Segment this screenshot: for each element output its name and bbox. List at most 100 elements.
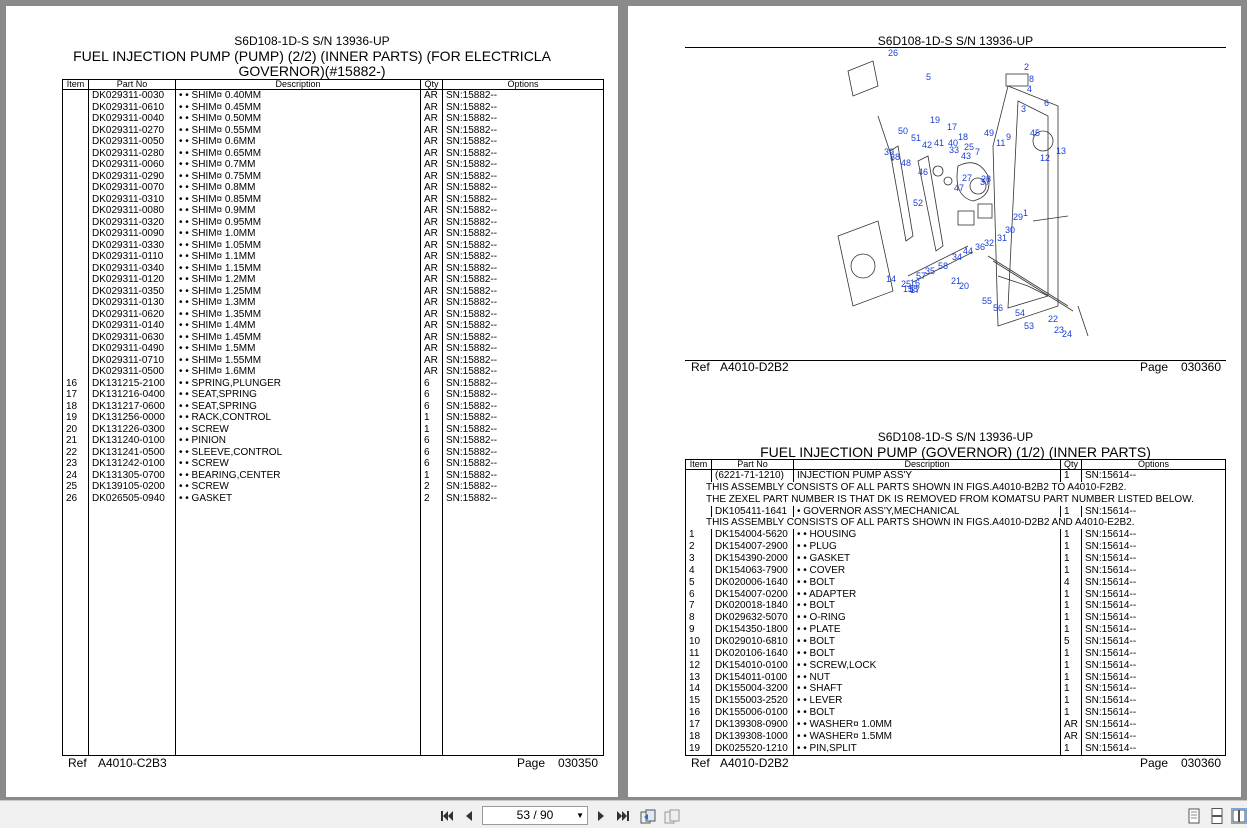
callout-number: 35	[925, 266, 935, 276]
qty-cell: 1	[1059, 612, 1082, 625]
next-page-icon[interactable]	[594, 809, 608, 823]
qty-cell: AR	[1059, 730, 1082, 743]
callout-number: 46	[918, 167, 928, 177]
callout-number: 49	[984, 128, 994, 138]
qty-cell: 1	[1059, 469, 1082, 482]
part-number-cell: DK020018-1840	[711, 600, 794, 613]
page-title-2: FUEL INJECTION PUMP (GOVERNOR) (1/2) (IN…	[760, 444, 1151, 460]
options-cell: SN:15882--	[442, 205, 604, 217]
history-forward-icon[interactable]	[664, 809, 680, 824]
item-cell	[63, 182, 89, 194]
continuous-view-icon[interactable]	[1209, 808, 1225, 824]
callout-number: 31	[997, 233, 1007, 243]
qty-cell: 1	[1059, 659, 1082, 672]
item-cell	[63, 309, 89, 321]
callout-number: 32	[984, 238, 994, 248]
options-cell: SN:15882--	[442, 147, 604, 159]
description-cell: • • BOLT	[793, 636, 1061, 648]
description-cell: • • PINION	[175, 435, 421, 447]
history-back-icon[interactable]	[640, 809, 656, 824]
callout-number: 25	[964, 142, 974, 152]
description-cell: • • SCREW	[175, 458, 421, 470]
table-filler-row	[63, 504, 604, 756]
callout-number: 9	[1006, 132, 1011, 142]
description-cell: • • COVER	[793, 564, 1061, 577]
item-cell: 9	[689, 624, 695, 636]
qty-cell: 6	[420, 400, 443, 412]
options-cell: SN:15882--	[442, 446, 604, 458]
single-page-view-icon[interactable]	[1186, 808, 1202, 824]
description-cell: • • SHIM¤ 0.75MM	[175, 170, 421, 182]
callout-number: 13	[1056, 146, 1066, 156]
page-number-field[interactable]: 53 / 90 ▼	[482, 806, 588, 825]
description-cell: • • SLEEVE,CONTROL	[175, 446, 421, 458]
part-number-cell: DK154010-0100	[711, 659, 794, 672]
page-title-line2: GOVERNOR)(#15882-)	[238, 63, 386, 79]
diagram-page-label: Page	[1140, 360, 1169, 374]
qty-cell: AR	[420, 170, 443, 182]
options-cell: SN:15614--	[1081, 576, 1226, 589]
part-number-cell: DK155003-2520	[711, 695, 794, 708]
part-number-cell: DK131240-0100	[88, 435, 176, 447]
qty-cell: 6	[420, 446, 443, 458]
callout-number: 53	[1024, 321, 1034, 331]
description-cell: • • SHIM¤ 1.45MM	[175, 331, 421, 343]
item-cell: 18	[689, 730, 701, 742]
two-page-view-icon[interactable]	[1231, 808, 1247, 824]
options-cell: SN:15882--	[442, 89, 604, 102]
qty-cell: 1	[1059, 541, 1082, 554]
callout-number: 8	[1029, 74, 1034, 84]
options-cell: SN:15614--	[1081, 505, 1226, 518]
qty-cell: AR	[420, 308, 443, 320]
part-number-cell: DK029311-0290	[88, 170, 176, 182]
col-header-description: Description	[793, 459, 1061, 470]
callout-number: 54	[1015, 308, 1025, 318]
options-cell: SN:15882--	[442, 170, 604, 182]
description-cell: • • WASHER¤ 1.5MM	[793, 730, 1061, 743]
part-number-cell: DK139308-0900	[711, 719, 794, 731]
qty-cell: AR	[420, 228, 443, 240]
part-number-cell: DK131256-0000	[88, 412, 176, 424]
item-cell	[63, 102, 89, 114]
qty-cell: AR	[420, 297, 443, 309]
chevron-down-icon[interactable]: ▼	[576, 811, 584, 820]
callout-number: 5	[926, 72, 931, 82]
callout-number: 34	[952, 252, 962, 262]
prev-page-icon[interactable]	[462, 809, 476, 823]
options-cell: SN:15882--	[442, 469, 604, 481]
item-cell	[63, 159, 89, 171]
ref-label: Ref	[68, 756, 87, 770]
qty-cell: 1	[1059, 564, 1082, 577]
part-number-cell: DK029311-0070	[88, 182, 176, 194]
item-cell: 7	[689, 600, 695, 612]
item-cell: 19	[689, 742, 701, 754]
item-cell	[63, 263, 89, 275]
col-header-item: Item	[685, 459, 712, 470]
last-page-icon[interactable]	[616, 809, 630, 823]
callout-number: 36	[975, 242, 985, 252]
table-header-row: Item Part No Description Qty Options	[62, 79, 604, 90]
part-number-cell: DK029311-0350	[88, 285, 176, 297]
callout-number: 27	[962, 173, 972, 183]
qty-cell: AR	[420, 320, 443, 332]
part-number-cell: DK029311-0080	[88, 205, 176, 217]
first-page-icon[interactable]	[440, 809, 454, 823]
qty-cell: 6	[420, 389, 443, 401]
header-rule	[685, 47, 1226, 48]
description-cell: • • SHIM¤ 0.8MM	[175, 182, 421, 194]
options-cell: SN:15882--	[442, 136, 604, 148]
description-cell: • • SHIM¤ 1.2MM	[175, 274, 421, 286]
options-cell: SN:15882--	[442, 320, 604, 332]
col-header-part-no: Part No	[711, 459, 794, 470]
